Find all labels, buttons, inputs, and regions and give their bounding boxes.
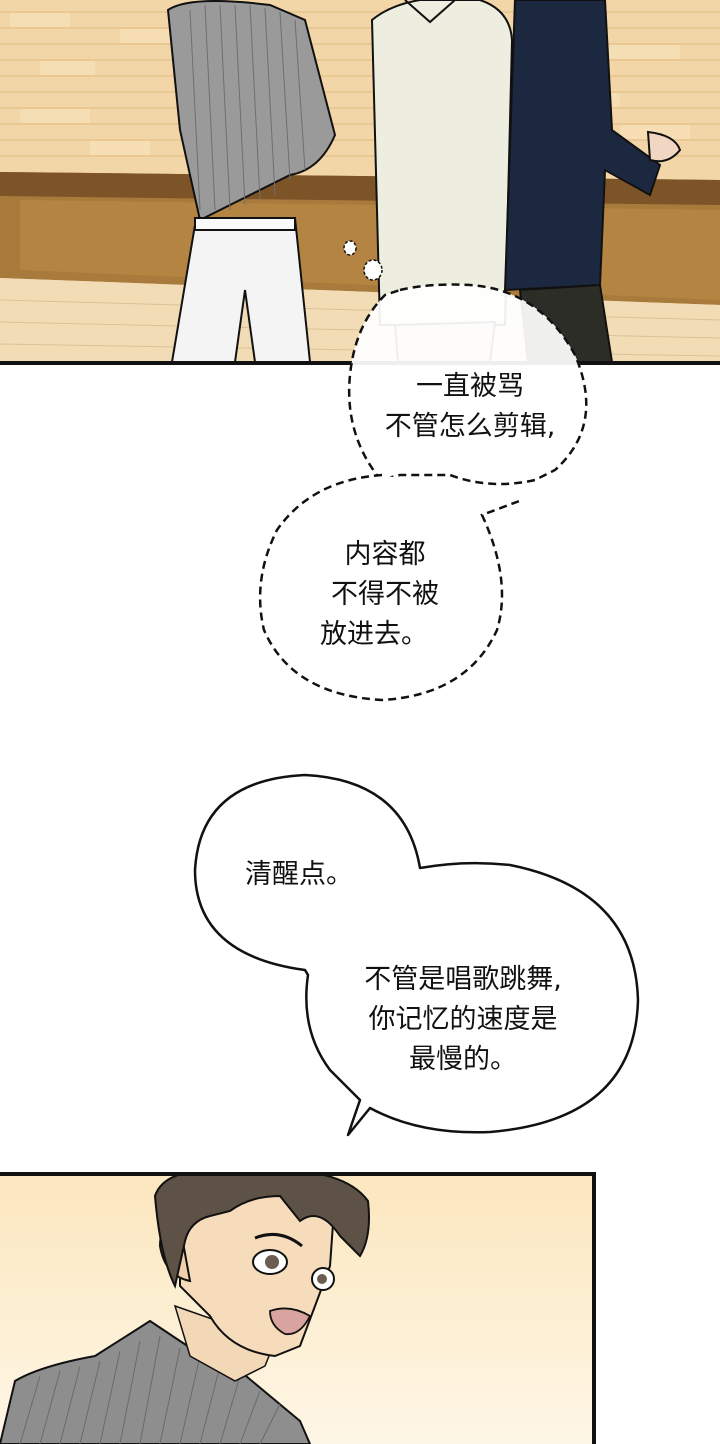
- panel-man-closeup: [0, 1172, 596, 1444]
- bubble-line: 放进去。: [320, 619, 428, 650]
- speech-bubble: [193, 773, 640, 1137]
- speech-bubble-text-1: 清醒点。: [245, 855, 353, 895]
- thought-bubble-2: [258, 473, 520, 702]
- bubble-line: 一直被骂: [416, 371, 524, 402]
- figure-striped-shirt-man: [166, 0, 337, 362]
- bubble-line: 你记忆的速度是: [368, 1004, 558, 1035]
- bubble-line: 内容都: [344, 539, 426, 570]
- bubble-line: 清醒点。: [245, 859, 353, 890]
- bubble-line: 不管是唱歌跳舞,: [364, 964, 562, 995]
- thought-bubble-1: [347, 283, 588, 486]
- bubble-line: 最慢的。: [409, 1044, 517, 1075]
- thought-bubble-1-text: 一直被骂 不管怎么剪辑,: [345, 367, 595, 447]
- panel-studio-scene: [0, 0, 720, 362]
- studio-scene-illustration: [0, 0, 720, 362]
- thought-bubble-2-text: 内容都 不得不被 放进去。: [290, 535, 480, 655]
- bubble-line: 不得不被: [331, 579, 439, 610]
- man-closeup-illustration: [0, 1176, 370, 1444]
- bubble-line: 不管怎么剪辑,: [384, 411, 556, 442]
- speech-bubble-text-2: 不管是唱歌跳舞, 你记忆的速度是 最慢的。: [338, 960, 588, 1080]
